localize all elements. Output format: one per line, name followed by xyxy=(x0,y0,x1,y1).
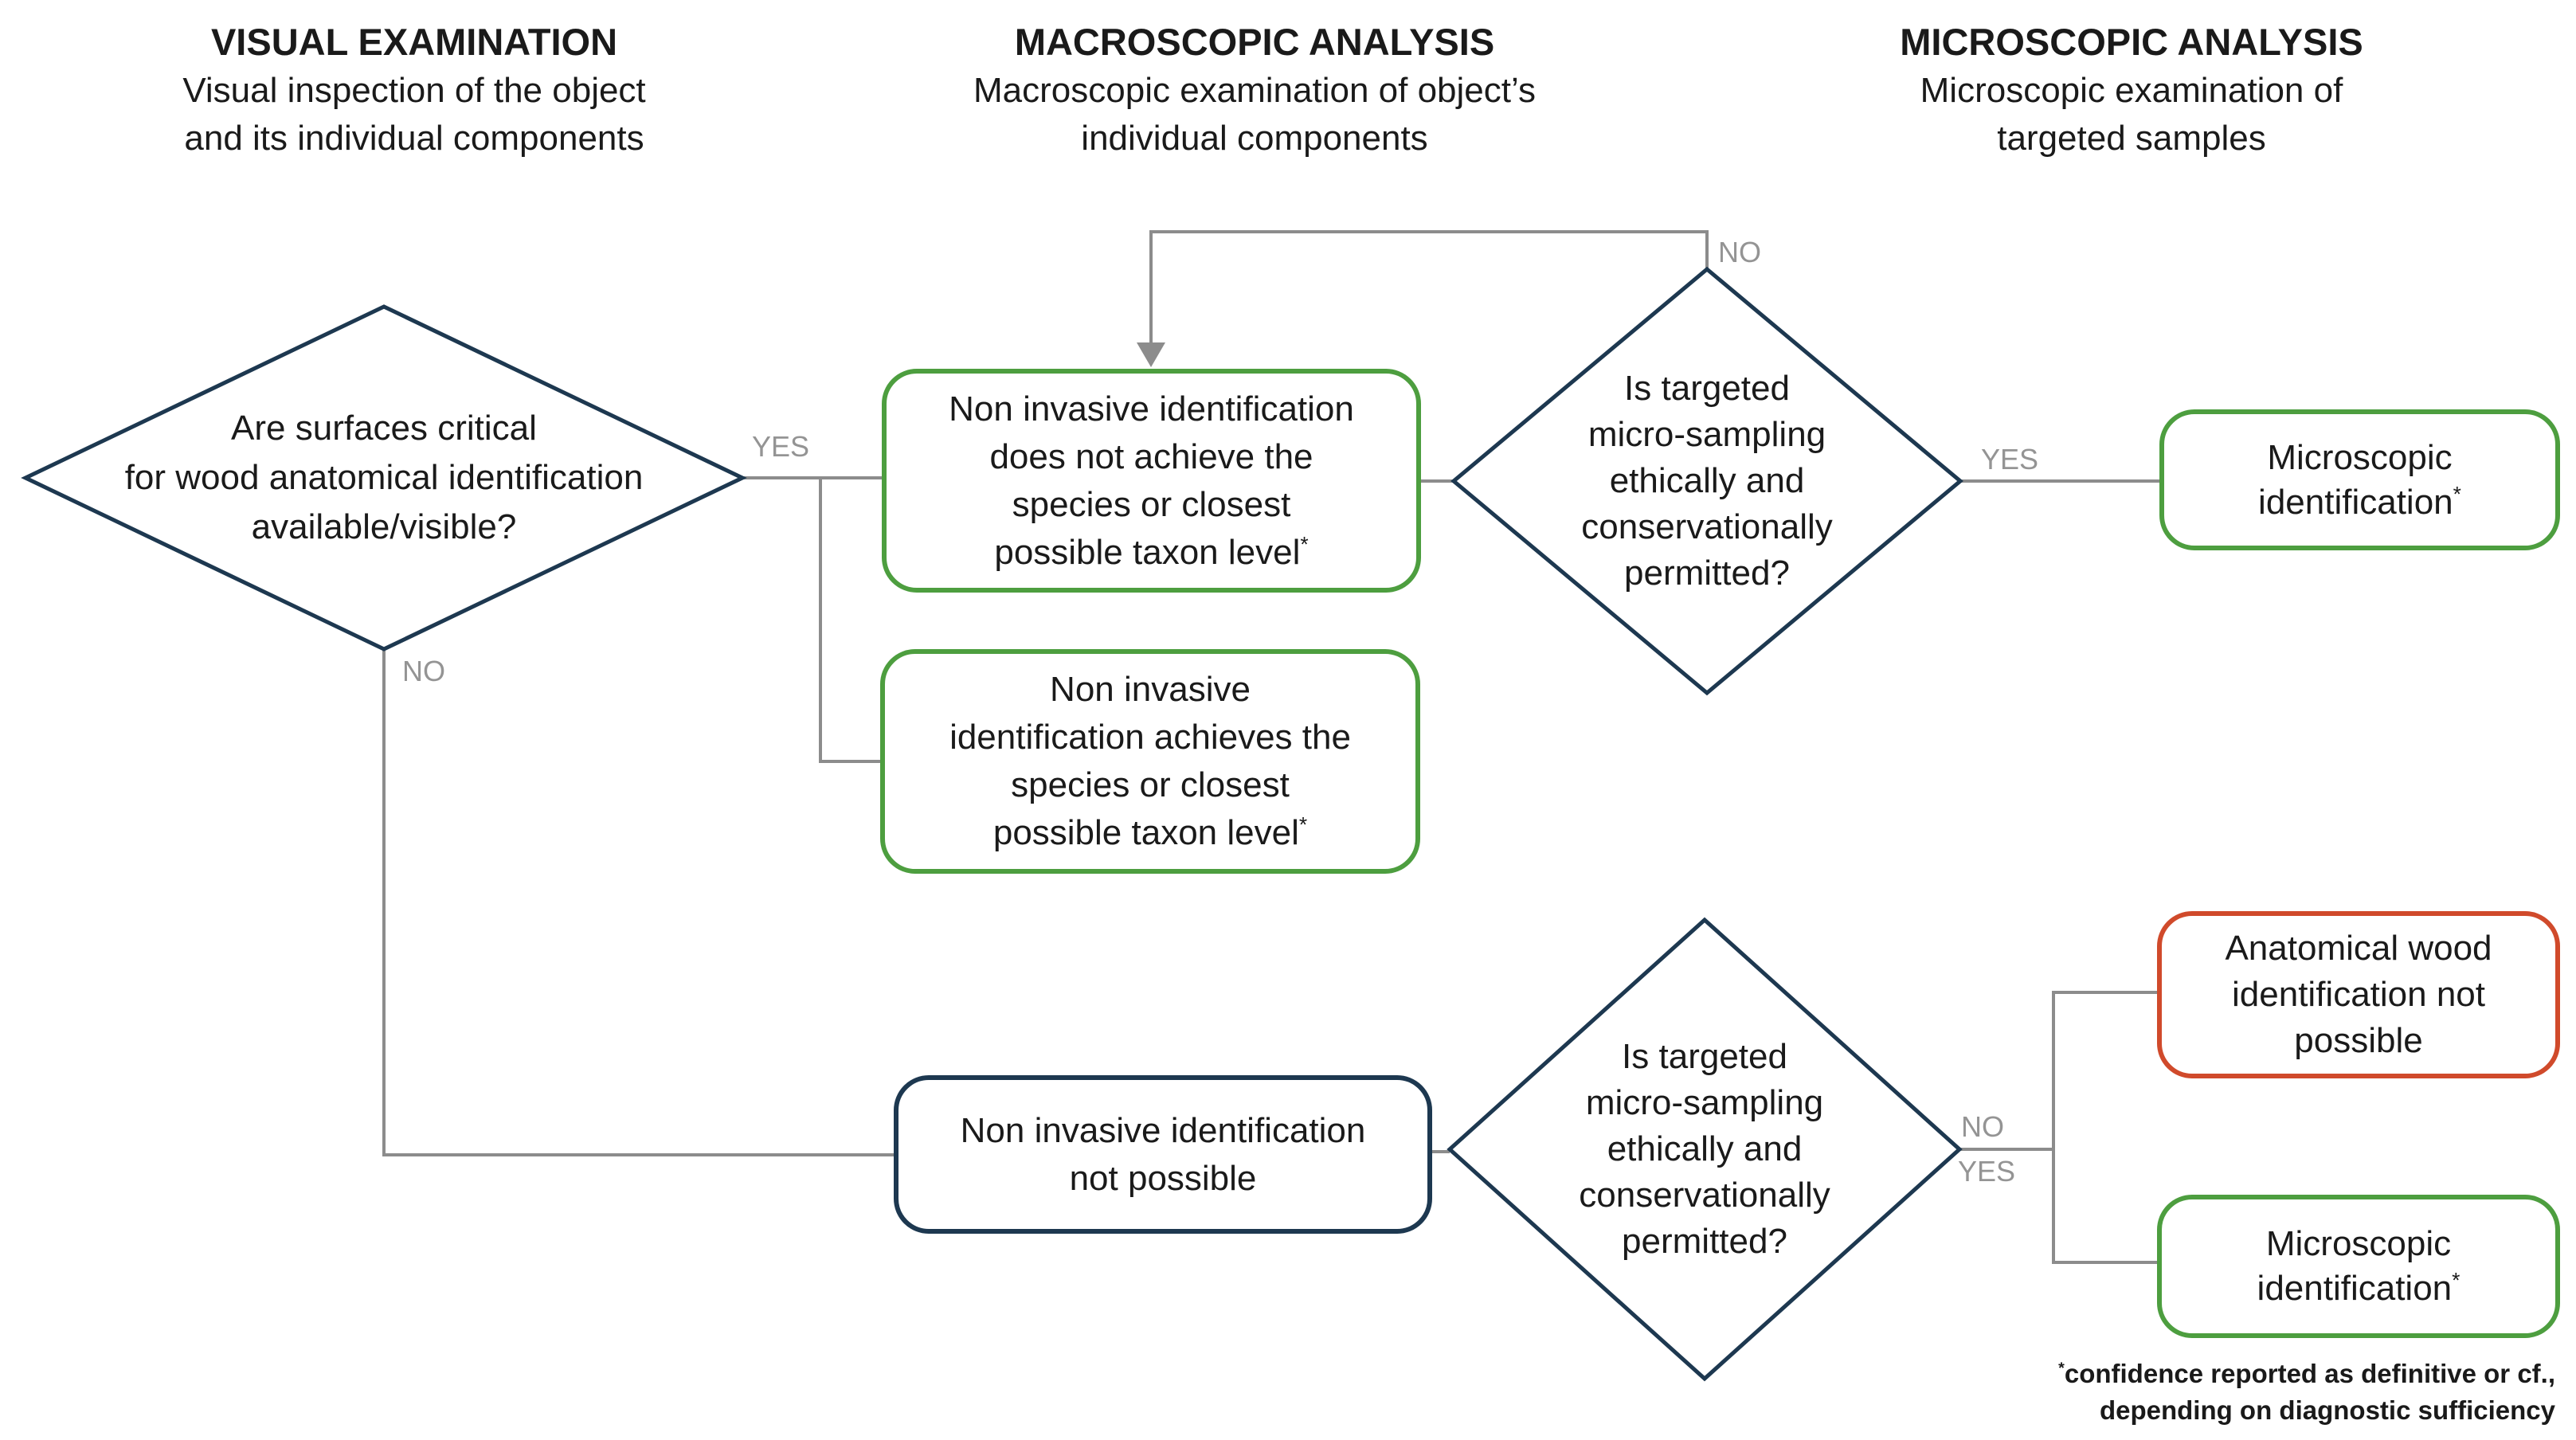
outcome-line-text: possible taxon level xyxy=(994,532,1301,572)
column-subtitle-line: Visual inspection of the object xyxy=(182,71,646,110)
outcome-line: identification achieves the xyxy=(949,718,1351,757)
asterisk-note-marker: * xyxy=(2452,1268,2461,1293)
edge-label-no-surfaces: NO xyxy=(402,655,445,687)
edge-label-yes-top: YES xyxy=(1980,443,2039,475)
decision-line: for wood anatomical identification xyxy=(124,458,644,497)
outcome-line: possible xyxy=(2294,1021,2423,1060)
outcome-line: Anatomical wood xyxy=(2225,929,2492,968)
decision-line: available/visible? xyxy=(251,507,517,546)
decision-line: Are surfaces critical xyxy=(231,409,537,448)
decision-text-microsampling-top: Is targeted micro-sampling ethically and… xyxy=(1508,366,1906,597)
outcome-line: identification* xyxy=(2258,480,2461,525)
asterisk-note-marker: * xyxy=(2453,481,2461,506)
footnote-text: confidence reported as definitive or cf.… xyxy=(2064,1359,2555,1388)
decision-line: conservationally xyxy=(1581,507,1833,546)
outcome-line: species or closest xyxy=(1011,765,1290,804)
outcome-line: identification not xyxy=(2232,975,2485,1014)
decision-line: ethically and xyxy=(1607,1129,1803,1168)
column-subtitle-line: Microscopic examination of xyxy=(1920,71,2343,110)
column-subtitle-line: individual components xyxy=(1081,119,1428,158)
column-header-microscopic: MICROSCOPIC ANALYSIS Microscopic examina… xyxy=(1773,18,2490,162)
decision-line: Is targeted xyxy=(1624,369,1790,408)
decision-line: micro-sampling xyxy=(1585,1083,1824,1122)
column-title: MACROSCOPIC ANALYSIS xyxy=(1014,21,1495,63)
outcome-line-text: identification xyxy=(2257,1269,2453,1308)
edge-bottom-split-line xyxy=(2052,991,2157,1264)
outcome-line-text: identification xyxy=(2258,482,2453,522)
edge-label-no-bottom: NO xyxy=(1961,1110,2004,1143)
decision-line: micro-sampling xyxy=(1587,415,1826,454)
outcome-line: possible taxon level* xyxy=(993,809,1307,857)
decision-line: conservationally xyxy=(1579,1176,1830,1215)
loopback-arrowhead-icon xyxy=(1137,342,1165,367)
asterisk-note-marker: * xyxy=(1298,812,1308,837)
outcome-box-microscopic-identification-top: Microscopic identification* xyxy=(2159,409,2560,550)
column-header-macroscopic: MACROSCOPIC ANALYSIS Macroscopic examina… xyxy=(896,18,1613,162)
asterisk-note-marker: * xyxy=(2058,1360,2065,1377)
outcome-line: Non invasive xyxy=(1050,670,1251,709)
outcome-line: identification* xyxy=(2257,1266,2461,1311)
column-title: MICROSCOPIC ANALYSIS xyxy=(1900,21,2363,63)
outcome-line: Microscopic xyxy=(2265,1224,2452,1263)
edge-yes-surfaces-branch-line xyxy=(819,478,880,763)
outcome-line-text: possible taxon level xyxy=(992,813,1299,852)
column-title: VISUAL EXAMINATION xyxy=(210,21,618,63)
outcome-box-anatomical-id-not-possible: Anatomical wood identification not possi… xyxy=(2157,911,2560,1078)
outcome-line: not possible xyxy=(1069,1158,1257,1198)
outcome-box-noninvasive-not-achieve: Non invasive identification does not ach… xyxy=(882,369,1421,593)
outcome-line: Microscopic xyxy=(2267,437,2453,477)
outcome-line: does not achieve the xyxy=(989,436,1313,476)
decision-line: Is targeted xyxy=(1622,1037,1787,1076)
column-subtitle-line: targeted samples xyxy=(1997,119,2266,158)
footnote-line: *confidence reported as definitive or cf… xyxy=(1679,1356,2555,1392)
decision-diamond-microsampling-top xyxy=(1450,266,1963,696)
decision-line: permitted? xyxy=(1622,1222,1787,1261)
decision-text-microsampling-bottom: Is targeted micro-sampling ethically and… xyxy=(1505,1034,1904,1265)
edge-label-yes-surfaces: YES xyxy=(751,430,810,463)
edge-label-no-loopback: NO xyxy=(1718,236,1761,268)
decision-line: ethically and xyxy=(1609,461,1805,500)
outcome-line: Non invasive identification xyxy=(960,1110,1366,1150)
edge-no-loopback-line xyxy=(1149,230,1709,344)
column-subtitle-line: Macroscopic examination of object’s xyxy=(973,71,1536,110)
column-header-visual: VISUAL EXAMINATION Visual inspection of … xyxy=(56,18,773,162)
footnote-line: depending on diagnostic sufficiency xyxy=(2099,1395,2555,1425)
decision-diamond-surfaces xyxy=(21,304,747,652)
outcome-line: species or closest xyxy=(1012,484,1291,524)
outcome-line: possible taxon level* xyxy=(994,529,1308,577)
outcome-box-microscopic-identification-bottom: Microscopic identification* xyxy=(2157,1195,2560,1338)
decision-diamond-microsampling-bottom xyxy=(1447,917,1963,1382)
outcome-box-noninvasive-achieves: Non invasive identification achieves the… xyxy=(880,649,1420,874)
asterisk-note-marker: * xyxy=(1300,531,1309,556)
footnote: *confidence reported as definitive or cf… xyxy=(1679,1356,2555,1429)
outcome-box-noninvasive-not-possible: Non invasive identification not possible xyxy=(894,1075,1432,1234)
decision-text-surfaces: Are surfaces critical for wood anatomica… xyxy=(65,404,703,552)
decision-line: permitted? xyxy=(1624,554,1790,593)
column-subtitle-line: and its individual components xyxy=(184,119,644,158)
edge-label-yes-bottom: YES xyxy=(1958,1155,2016,1188)
outcome-line: Non invasive identification xyxy=(949,389,1354,428)
edge-no-surfaces-line xyxy=(382,649,894,1156)
